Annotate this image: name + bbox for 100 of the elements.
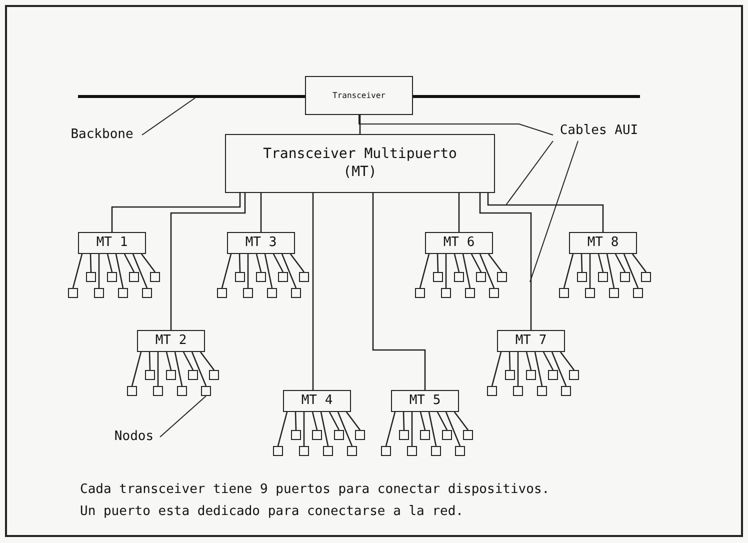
device-node-box [561, 386, 571, 396]
device-node-box [86, 272, 96, 282]
device-node-box [407, 446, 417, 456]
cable-line [462, 254, 471, 288]
device-node-box [497, 272, 507, 282]
device-node-box [489, 288, 499, 298]
device-node-box [620, 272, 630, 282]
device-node-box [129, 272, 139, 282]
cable-line [606, 254, 615, 288]
device-node-box [243, 288, 253, 298]
device-node-box [433, 272, 443, 282]
cable-line [479, 254, 495, 288]
cable-line [372, 193, 426, 390]
device-node-box [415, 288, 425, 298]
device-node-box [166, 370, 176, 380]
cable-line [260, 193, 262, 232]
cable-line [411, 412, 413, 446]
leader-line [358, 114, 554, 136]
cable-line [419, 254, 430, 288]
device-node-box [347, 446, 357, 456]
transceiver-box: MT 1 [78, 232, 146, 254]
cable-line [508, 352, 511, 370]
device-node-box [323, 446, 333, 456]
device-node-box [127, 386, 137, 396]
device-node-box [142, 288, 152, 298]
device-node-box [273, 446, 283, 456]
callout-label: Backbone [62, 126, 142, 144]
cable-line [436, 254, 439, 272]
cable-line [277, 412, 288, 446]
cable-line [346, 412, 361, 430]
caption-text: Un puerto esta dedicado para conectarse a la red. [80, 502, 465, 520]
device-node-box [609, 288, 619, 298]
cable-line [115, 254, 124, 288]
cable-line [124, 254, 135, 272]
device-node-box [291, 430, 301, 440]
device-node-box [381, 446, 391, 456]
transceiver-box: MT 8 [569, 232, 637, 254]
device-node-box [145, 370, 155, 380]
device-node-box [569, 370, 579, 380]
cable-line [281, 254, 297, 288]
cable-line [534, 352, 543, 386]
leader-line [142, 98, 196, 136]
cable-line [182, 352, 194, 370]
cable-line [445, 412, 461, 446]
cable-line [359, 115, 361, 134]
cable-line [445, 254, 447, 288]
cable-line [256, 254, 262, 272]
transceiver-box: MT 2 [137, 330, 205, 352]
cable-line [551, 352, 567, 386]
device-node-box [577, 272, 587, 282]
cable-line [488, 254, 503, 272]
cable-line [148, 352, 151, 370]
device-node-box [94, 288, 104, 298]
cable-line [491, 352, 502, 386]
device-node-box [68, 288, 78, 298]
device-node-box [487, 386, 497, 396]
device-node-box [118, 288, 128, 298]
device-node-box [441, 288, 451, 298]
device-node-box [442, 430, 452, 440]
cable-line [90, 254, 92, 272]
cable-line [221, 254, 232, 288]
transceiver-box: MT 5 [391, 390, 459, 412]
cable-line [191, 352, 207, 386]
cable-line [420, 412, 426, 430]
cable-line [470, 254, 482, 272]
device-node-box [548, 370, 558, 380]
device-node-box [455, 446, 465, 456]
device-node-box [188, 370, 198, 380]
cable-line [98, 254, 100, 288]
device-node-box [235, 272, 245, 282]
cable-line [294, 412, 297, 430]
cable-line [320, 412, 329, 446]
cable-line [563, 254, 574, 288]
transceiver-box: MT 4 [283, 390, 351, 412]
device-node-box [355, 430, 365, 440]
transceiver-box: MT 6 [425, 232, 493, 254]
device-node-box [256, 272, 266, 282]
cable-line [200, 352, 215, 370]
device-node-box [585, 288, 595, 298]
device-node-box [463, 430, 473, 440]
device-node-box [476, 272, 486, 282]
callout-label: Nodos [108, 428, 160, 446]
device-node-box [299, 446, 309, 456]
cable-line [517, 352, 519, 386]
device-node-box [217, 288, 227, 298]
cable-line [312, 412, 318, 430]
cable-line [264, 254, 273, 288]
cable-line [614, 254, 626, 272]
cable-line [428, 412, 437, 446]
cable-line [238, 254, 241, 272]
leader-line [506, 140, 554, 206]
cable-line [560, 352, 575, 370]
cable-line [247, 254, 249, 288]
cable-line [526, 352, 532, 370]
device-node-box [641, 272, 651, 282]
cable-line [111, 193, 241, 232]
cable-line [312, 193, 314, 390]
cable-line [589, 254, 591, 288]
device-node-box [505, 370, 515, 380]
device-node-box [633, 288, 643, 298]
